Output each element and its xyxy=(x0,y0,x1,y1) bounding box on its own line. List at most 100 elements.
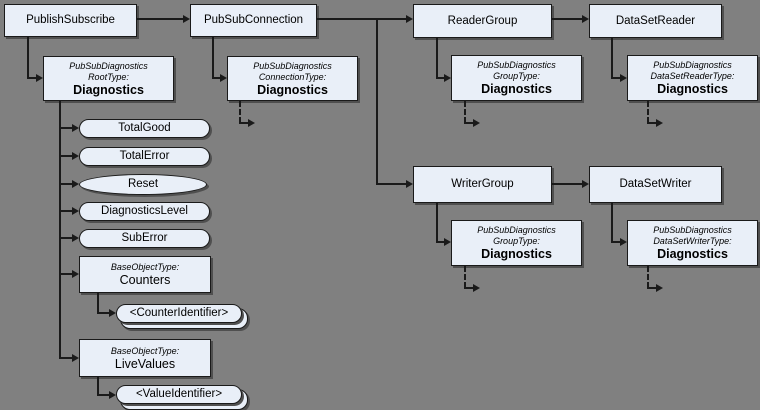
node-counter-identifier: <CounterIdentifier> xyxy=(116,304,242,323)
connector-writergroup-to-diag-vertical xyxy=(436,203,438,243)
connector-to-livevalues xyxy=(59,357,73,359)
instance-name: Diagnostics xyxy=(481,247,552,261)
type-definition-text: RootType: xyxy=(88,71,129,82)
arrowhead-icon xyxy=(620,74,627,82)
arrowhead-icon xyxy=(620,238,627,246)
dashed-continuation-datasetreader-diag xyxy=(647,101,649,123)
arrowhead-icon xyxy=(109,309,116,317)
arrowhead-icon xyxy=(444,238,451,246)
dashed-continuation-connection-diag xyxy=(239,122,249,124)
node-label: <CounterIdentifier> xyxy=(129,307,229,319)
type-definition-text: DataSetReaderType: xyxy=(650,71,735,81)
arrowhead-icon xyxy=(406,15,413,23)
node-diagnostics-level: DiagnosticsLevel xyxy=(79,202,210,221)
dashed-continuation-writergroup-diag xyxy=(464,287,474,289)
arrowhead-icon xyxy=(582,15,589,23)
dashed-continuation-datasetwriter-diag xyxy=(647,287,657,289)
arrowhead-icon xyxy=(72,270,79,278)
node-total-error: TotalError xyxy=(79,147,210,166)
arrowhead-icon xyxy=(473,119,480,127)
arrowhead-icon xyxy=(36,74,43,82)
node-pubsub-connection: PubSubConnection xyxy=(190,4,317,37)
type-definition-text: PubSubDiagnostics xyxy=(477,60,556,70)
type-definition-text: GroupType: xyxy=(493,71,540,81)
node-label: TotalGood xyxy=(118,122,171,134)
connector-to-counters xyxy=(59,273,73,275)
connector-datasetwriter-to-diag xyxy=(611,241,621,243)
node-label: SubError xyxy=(121,232,168,244)
node-connection-diagnostics: PubSubDiagnostics ConnectionType: Diagno… xyxy=(227,56,358,101)
node-dataset-reader: DataSetReader xyxy=(589,4,722,38)
node-value-identifier: <ValueIdentifier> xyxy=(116,385,242,404)
connector-readergroup-to-diag-vertical xyxy=(436,38,438,79)
node-writer-group: WriterGroup xyxy=(413,166,552,203)
type-definition-text: BaseObjectType: xyxy=(110,262,180,272)
node-label: <ValueIdentifier> xyxy=(135,388,223,400)
connector-writergroup-to-datasetwriter xyxy=(552,183,582,185)
instance-name: LiveValues xyxy=(114,356,176,371)
node-reader-group-diagnostics: PubSubDiagnostics GroupType: Diagnostics xyxy=(451,55,582,101)
node-label: DiagnosticsLevel xyxy=(101,205,188,217)
type-definition-text: PubSubDiagnostics xyxy=(653,225,732,235)
node-total-good: TotalGood xyxy=(79,119,210,138)
connector-to-reset xyxy=(59,183,73,185)
connector-to-totalgood xyxy=(59,127,73,129)
type-definition-text: PubSubDiagnostics xyxy=(69,60,148,71)
connector-readergroup-to-datasetreader xyxy=(552,18,582,20)
instance-name: Diagnostics xyxy=(73,82,144,97)
instance-name: Diagnostics xyxy=(657,82,728,96)
arrowhead-icon xyxy=(72,234,79,242)
type-definition-text: GroupType: xyxy=(493,236,540,246)
arrowhead-icon xyxy=(72,354,79,362)
node-sub-error: SubError xyxy=(79,229,210,248)
arrowhead-icon xyxy=(72,152,79,160)
arrowhead-icon xyxy=(109,391,116,399)
connector-readergroup-to-diag xyxy=(436,77,445,79)
arrowhead-icon xyxy=(183,15,190,23)
instance-name: Diagnostics xyxy=(657,247,728,261)
arrowhead-icon xyxy=(406,180,413,188)
dashed-continuation-writergroup-diag xyxy=(464,266,466,288)
arrowhead-icon xyxy=(656,119,663,127)
node-writer-group-diagnostics: PubSubDiagnostics GroupType: Diagnostics xyxy=(451,220,582,266)
connector-connection-to-writergroup-vertical xyxy=(376,18,378,185)
node-label: PubSubConnection xyxy=(203,14,304,26)
node-label: TotalError xyxy=(119,150,170,162)
connector-datasetreader-to-diag xyxy=(611,77,621,79)
dashed-continuation-readergroup-diag xyxy=(464,122,474,124)
connector-writergroup-to-diag xyxy=(436,241,445,243)
connector-counters-to-identifier-vertical xyxy=(97,293,99,314)
connector-to-diagnosticslevel xyxy=(59,210,73,212)
node-label: Reset xyxy=(127,178,159,190)
node-dataset-writer: DataSetWriter xyxy=(589,166,722,203)
connector-rootdiag-trunk xyxy=(59,101,61,359)
connector-connection-to-readergroup xyxy=(317,18,406,20)
node-publish-subscribe: PublishSubscribe xyxy=(4,4,137,37)
dashed-continuation-datasetreader-diag xyxy=(647,122,657,124)
type-definition-text: BaseObjectType: xyxy=(110,345,180,356)
connector-ps-to-rootdiag xyxy=(27,77,37,79)
node-reset-method: Reset xyxy=(79,174,207,195)
dashed-continuation-connection-diag xyxy=(239,101,241,123)
connector-ps-to-rootdiag-vertical xyxy=(27,37,29,79)
type-definition-text: ConnectionType: xyxy=(258,71,327,82)
arrowhead-icon xyxy=(444,74,451,82)
arrowhead-icon xyxy=(656,284,663,292)
instance-name: Counters xyxy=(119,273,171,287)
type-definition-text: PubSubDiagnostics xyxy=(253,60,332,71)
node-counters: BaseObjectType: Counters xyxy=(79,256,211,293)
connector-livevalues-to-identifier xyxy=(97,394,109,396)
arrowhead-icon xyxy=(473,284,480,292)
node-live-values: BaseObjectType: LiveValues xyxy=(79,339,211,377)
instance-name: Diagnostics xyxy=(257,82,328,97)
connector-livevalues-to-identifier-vertical xyxy=(97,377,99,396)
node-label: PublishSubscribe xyxy=(26,14,115,26)
node-label: DataSetWriter xyxy=(619,178,692,190)
connector-connection-to-writergroup xyxy=(376,183,406,185)
type-definition-text: DataSetWriterType: xyxy=(653,236,732,246)
node-reader-group: ReaderGroup xyxy=(413,4,552,38)
arrowhead-icon xyxy=(248,119,255,127)
connector-to-totalerror xyxy=(59,155,73,157)
dashed-continuation-readergroup-diag xyxy=(464,101,466,123)
